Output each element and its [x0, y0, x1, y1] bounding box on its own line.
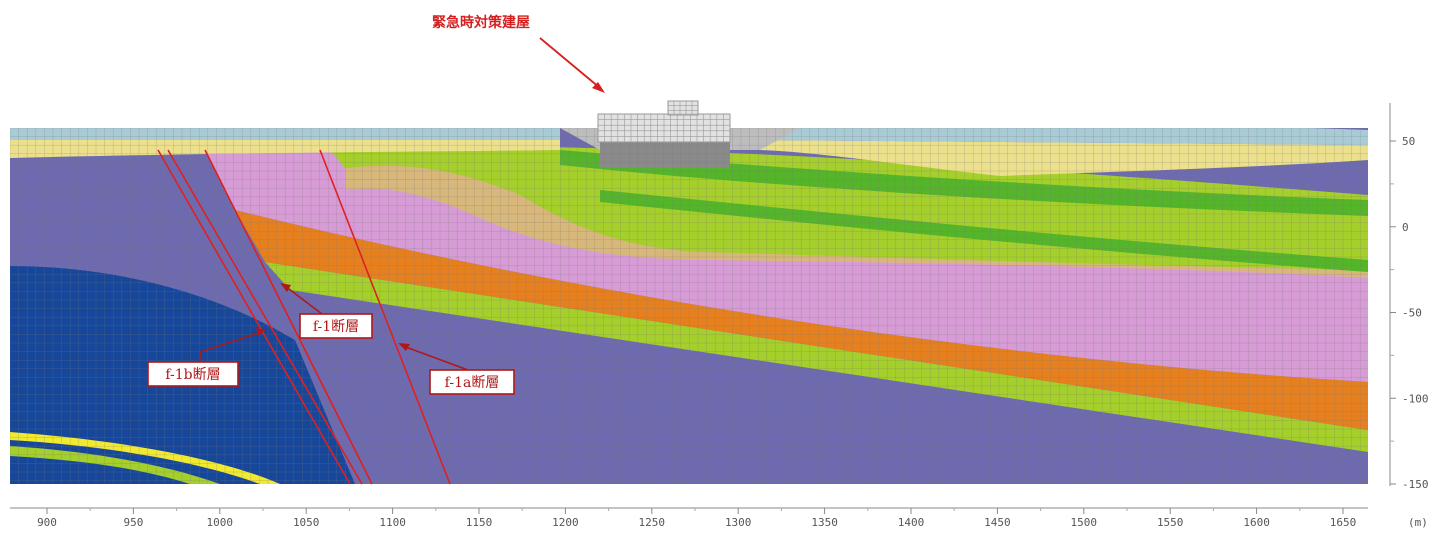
layer-pale-yellow-surface — [10, 138, 560, 158]
elevation-tick-label: 50 — [1402, 135, 1415, 148]
layer-tan-lens — [345, 165, 1368, 278]
fault-label-f1: f-1断層 — [280, 283, 373, 339]
elevation-tick-label: -150 — [1402, 478, 1429, 491]
distance-tick-label: 1150 — [466, 516, 493, 529]
fault-line-f1a — [319, 149, 451, 485]
layer-slate-blue-left — [10, 150, 295, 340]
distance-tick-label: 900 — [37, 516, 57, 529]
layer-pale-yellow-right — [760, 140, 1368, 176]
distance-tick-label: 1250 — [639, 516, 666, 529]
distance-tick-label: 1100 — [379, 516, 406, 529]
building-arrow-head — [592, 82, 605, 93]
distance-tick-label: 1300 — [725, 516, 752, 529]
distance-tick-label: 1450 — [984, 516, 1011, 529]
distance-tick-label: 950 — [123, 516, 143, 529]
layer-green-band-1 — [560, 150, 1368, 216]
emergency-building — [597, 100, 731, 143]
layer-yellow-stripe-lower-left — [10, 432, 280, 484]
elevation-tick-label: -100 — [1402, 392, 1429, 405]
building-underground — [600, 138, 730, 168]
distance-tick-label: 1400 — [898, 516, 925, 529]
distance-tick-label: 1200 — [552, 516, 579, 529]
fault-label-f1b: f-1b断層 — [147, 328, 266, 387]
building-grid — [597, 100, 730, 143]
distance-unit: (m) — [1408, 516, 1428, 529]
distance-tick-label: 1050 — [293, 516, 320, 529]
fault-label-f1a: f-1a断層 — [398, 343, 515, 395]
fault-label-f1b-text: f-1b断層 — [165, 367, 220, 383]
elevation-ticks: 50 0 -50 -100 -150 — [1390, 135, 1429, 491]
distance-tick-label: 1550 — [1157, 516, 1184, 529]
layer-orange — [235, 210, 1368, 430]
building-arrow — [539, 37, 601, 89]
fault-line-f1 — [204, 149, 373, 485]
distance-ticks: 900 950 1000 1050 1100 1150 1200 1250 1300 1350 14… — [37, 508, 1356, 529]
fault-line-f1b-secondary — [167, 149, 363, 485]
finite-element-mesh — [10, 128, 1368, 484]
distance-tick-label: 1650 — [1330, 516, 1357, 529]
fault-lines — [157, 149, 451, 485]
layer-green-band-2 — [600, 190, 1368, 272]
geology-layers — [10, 128, 1368, 484]
distance-tick-label: 1600 — [1243, 516, 1270, 529]
elevation-axis: 50 0 -50 -100 -150 — [1389, 103, 1429, 491]
layer-green-stripe-lower-left — [10, 446, 220, 484]
mesh-horizontal-lines — [10, 128, 1368, 481]
layer-yellow-green-lower-band — [265, 262, 1368, 452]
fault-label-f1a-text: f-1a断層 — [445, 375, 500, 391]
building-label: 緊急時対策建屋 — [432, 14, 530, 31]
layer-light-blue-top — [10, 128, 560, 140]
elevation-tick-label: -50 — [1402, 307, 1422, 320]
building-grid-lines — [597, 100, 730, 143]
distance-tick-label: 1000 — [207, 516, 234, 529]
fault-line-f1b — [157, 149, 351, 485]
distance-tick-label: 1500 — [1071, 516, 1098, 529]
distance-axis: 900 950 1000 1050 1100 1150 1200 1250 1300 1350 14… — [10, 507, 1428, 529]
elevation-tick-label: 0 — [1402, 221, 1409, 234]
fault-label-f1-text: f-1断層 — [313, 319, 359, 335]
distance-tick-label: 1350 — [811, 516, 838, 529]
layer-light-blue-top-right — [760, 128, 1368, 145]
